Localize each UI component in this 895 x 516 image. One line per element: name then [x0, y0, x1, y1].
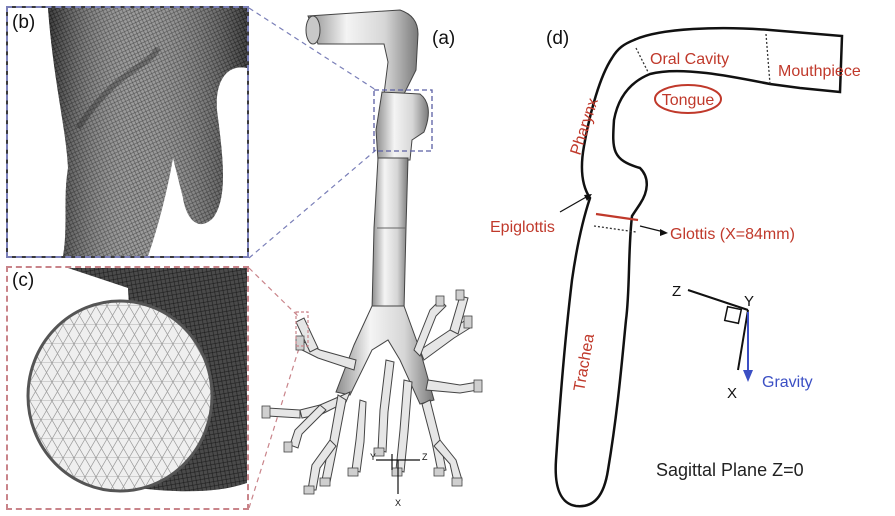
epiglottis-label: Epiglottis [490, 219, 555, 236]
axis-z-label: Z [672, 283, 681, 300]
sagittal-plane-caption: Sagittal Plane Z=0 [656, 460, 804, 480]
oral-cavity-label: Oral Cavity [650, 51, 729, 68]
gravity-label: Gravity [762, 374, 813, 391]
panel-d-label: (d) [546, 28, 569, 49]
mouthpiece-label: Mouthpiece [778, 63, 861, 80]
tongue-label: Tongue [662, 92, 715, 109]
axis-x-label: X [727, 385, 737, 402]
glottis-label: Glottis (X=84mm) [670, 226, 795, 243]
pharynx-label: Pharynx [568, 96, 602, 157]
axis-y-label: Y [744, 293, 754, 310]
trachea-label: Trachea [571, 332, 598, 392]
epiglottis-pointer [560, 196, 588, 212]
